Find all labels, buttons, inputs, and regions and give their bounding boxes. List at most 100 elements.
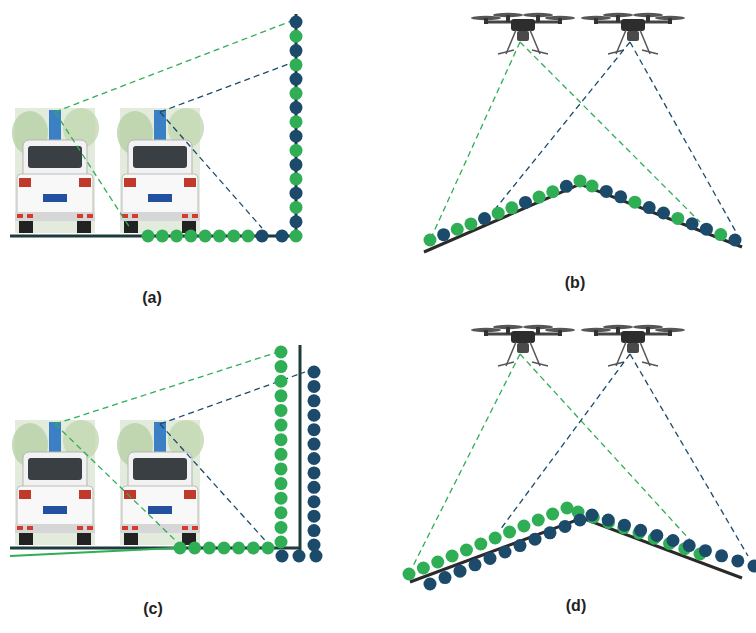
scan-point	[290, 115, 303, 128]
scan-point	[308, 524, 321, 537]
scan-point	[275, 419, 288, 432]
scan-point	[729, 234, 742, 247]
scan-point	[600, 185, 613, 198]
scan-point	[699, 544, 712, 557]
panel-d	[410, 325, 748, 582]
scan-point	[560, 180, 573, 193]
scan-point	[546, 185, 559, 198]
scan-point	[731, 554, 744, 567]
point-row	[256, 230, 289, 243]
point-row	[275, 346, 288, 549]
point-row	[424, 514, 587, 591]
scan-point	[262, 542, 275, 555]
scan-point	[454, 565, 467, 578]
panel-label: (d)	[566, 597, 586, 615]
drone-icon	[581, 325, 685, 366]
scan-point	[227, 230, 240, 243]
scan-point	[142, 230, 155, 243]
scan-point	[275, 492, 288, 505]
scan-ray	[432, 42, 520, 236]
scan-point	[602, 514, 615, 527]
scan-point	[213, 230, 226, 243]
scan-point	[308, 366, 321, 379]
scan-ray	[496, 42, 630, 208]
scan-point	[275, 448, 288, 461]
point-row	[142, 230, 255, 243]
scan-point	[308, 466, 321, 479]
scan-point	[503, 526, 516, 539]
scan-point	[308, 539, 321, 552]
scan-point	[275, 536, 288, 549]
scan-ray	[160, 112, 262, 228]
scan-ray	[500, 354, 630, 530]
scan-point	[478, 212, 491, 225]
vehicle-photo	[117, 420, 204, 545]
scan-point	[290, 158, 303, 171]
scan-point	[667, 534, 680, 547]
scan-point	[586, 509, 599, 522]
drone-icon	[471, 325, 575, 366]
scan-point	[686, 217, 699, 230]
panel-b	[424, 13, 742, 252]
vehicle-photo	[12, 420, 99, 545]
scan-point	[529, 533, 542, 546]
panel-c	[10, 345, 305, 556]
scan-ray	[160, 62, 294, 112]
scan-ray	[160, 424, 272, 548]
scan-point	[671, 212, 684, 225]
scan-point	[275, 404, 288, 417]
scan-ray	[55, 352, 278, 424]
scan-point	[290, 87, 303, 100]
scan-point	[170, 230, 183, 243]
scan-point	[715, 549, 728, 562]
scan-point	[232, 542, 245, 555]
scan-point	[546, 508, 559, 521]
point-row	[572, 506, 707, 561]
scan-point	[290, 144, 303, 157]
scan-point	[290, 101, 303, 114]
point-row	[174, 542, 275, 555]
scan-point	[532, 514, 545, 527]
vehicle-photo	[12, 108, 99, 233]
scan-point	[505, 201, 518, 214]
scan-point	[276, 550, 289, 563]
scan-point	[451, 223, 464, 236]
scan-point	[308, 409, 321, 422]
scan-point	[199, 230, 212, 243]
scan-point	[492, 207, 505, 220]
scan-point	[290, 44, 303, 57]
scan-point	[310, 550, 323, 563]
scan-point	[290, 201, 303, 214]
scan-point	[460, 544, 473, 557]
scan-point	[714, 228, 727, 241]
scan-point	[614, 190, 627, 203]
ground-estimate	[10, 548, 175, 556]
scan-point	[308, 380, 321, 393]
scan-point	[247, 542, 260, 555]
point-row	[290, 16, 303, 243]
scan-point	[275, 360, 288, 373]
point-row	[276, 550, 323, 563]
scan-point	[424, 234, 437, 247]
scan-point	[275, 506, 288, 519]
scan-point	[275, 521, 288, 534]
scan-point	[403, 568, 416, 581]
scan-point	[308, 495, 321, 508]
scan-point	[431, 556, 444, 569]
scan-point	[242, 230, 255, 243]
scan-point	[275, 433, 288, 446]
scan-ray	[55, 20, 294, 112]
scan-point	[474, 538, 487, 551]
scan-point	[700, 223, 713, 236]
panel-a	[10, 14, 298, 238]
scan-point	[308, 452, 321, 465]
scan-point	[499, 546, 512, 559]
scan-point	[634, 524, 647, 537]
roof-line	[410, 518, 742, 582]
scan-point	[290, 73, 303, 86]
scan-point	[628, 196, 641, 209]
scan-point	[437, 228, 450, 241]
panel-label: (a)	[142, 289, 162, 307]
scan-point	[514, 539, 527, 552]
